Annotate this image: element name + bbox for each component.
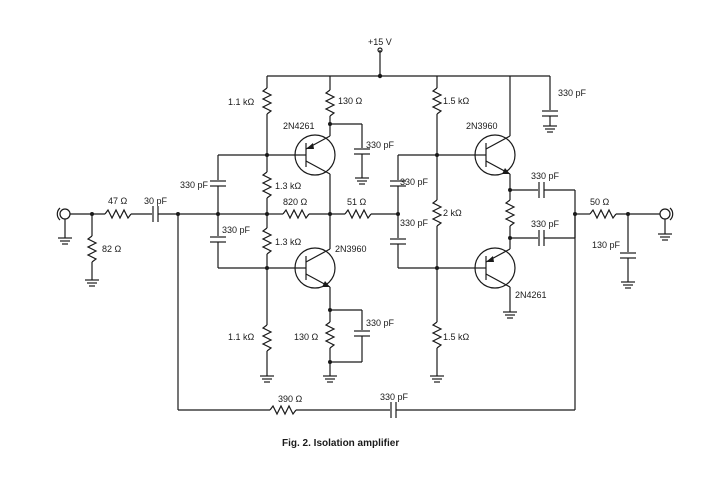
resistor-1k1-top-label: 1.1 kΩ [228,97,255,107]
resistor-130-ohm-top [324,89,336,117]
resistor-820-ohm-label: 820 Ω [283,197,308,207]
transistor-2n3960-right [470,134,516,176]
resistor-390-ohm [269,404,297,416]
capacitor-mid-top-label: 330 pF [400,177,429,187]
transistor-2n3960-right-label: 2N3960 [466,121,498,131]
capacitor-feedback-label: 330 pF [380,392,409,402]
transistor-2n3960-left-label: 2N3960 [335,244,367,254]
resistor-1k3-top [261,171,273,199]
resistor-47-ohm [104,208,132,220]
capacitor-supply-decoupling [542,110,558,117]
resistor-130-ohm-bottom-label: 130 Ω [294,332,319,342]
capacitor-bypass-bottom [354,330,370,337]
capacitor-mid-bottom [390,238,406,245]
supply-voltage-label: +15 V [368,37,392,47]
resistor-47-ohm-label: 47 Ω [108,196,128,206]
resistor-1k5-top [431,87,443,115]
transistor-2n4261-left [294,134,336,176]
transistor-2n4261-right-label: 2N4261 [515,290,547,300]
capacitor-output-shunt [620,252,636,259]
capacitor-bypass-bottom-label: 330 pF [366,318,395,328]
resistor-1k1-top [261,87,273,115]
transistor-2n4261-right [470,247,516,289]
output-connector [658,207,674,241]
resistor-1k3-bottom [261,227,273,255]
resistor-1k3-bottom-label: 1.3 kΩ [275,237,302,247]
resistor-130-ohm-bottom [324,321,336,349]
capacitor-left-top [210,180,226,187]
capacitor-output-bottom-label: 330 pF [531,219,560,229]
resistor-82-ohm-label: 82 Ω [102,244,122,254]
resistor-1k1-bottom-label: 1.1 kΩ [228,332,255,342]
resistor-1k1-bottom [261,324,273,352]
supply-rail [267,47,550,79]
resistor-1k3-top-label: 1.3 kΩ [275,181,302,191]
resistor-50-ohm-label: 50 Ω [590,197,610,207]
figure-caption: Fig. 2. Isolation amplifier [282,438,399,449]
resistor-130-ohm-top-label: 130 Ω [338,96,363,106]
capacitor-bypass-top-label: 330 pF [366,140,395,150]
capacitor-30pf [152,206,159,222]
resistor-820-ohm [282,208,310,220]
capacitor-30pf-label: 30 pF [144,196,168,206]
resistor-emitter-link [504,199,516,227]
resistor-2k [431,199,443,227]
capacitor-output-shunt-label: 130 pF [592,240,621,250]
resistor-1k5-bottom-label: 1.5 kΩ [443,332,470,342]
resistor-82-ohm [86,235,98,263]
capacitor-left-top-label: 330 pF [180,180,209,190]
resistor-390-ohm-label: 390 Ω [278,394,303,404]
capacitor-output-top [538,182,545,198]
resistor-1k5-bottom [431,321,443,349]
input-connector [56,207,105,245]
resistor-50-ohm [589,208,617,220]
resistor-2k-label: 2 kΩ [443,208,462,218]
capacitor-feedback-330pf [390,402,397,418]
capacitor-mid-bottom-label: 330 pF [400,218,429,228]
capacitor-supply-label: 330 pF [558,88,587,98]
resistor-51-ohm-label: 51 Ω [347,197,367,207]
transistor-2n3960-left [294,247,336,289]
transistor-2n4261-left-label: 2N4261 [283,121,315,131]
capacitor-left-bottom [210,236,226,243]
capacitor-left-bottom-label: 330 pF [222,225,251,235]
capacitor-output-bottom [538,230,545,246]
resistor-1k5-top-label: 1.5 kΩ [443,96,470,106]
resistor-51-ohm [344,208,372,220]
capacitor-output-top-label: 330 pF [531,171,560,181]
